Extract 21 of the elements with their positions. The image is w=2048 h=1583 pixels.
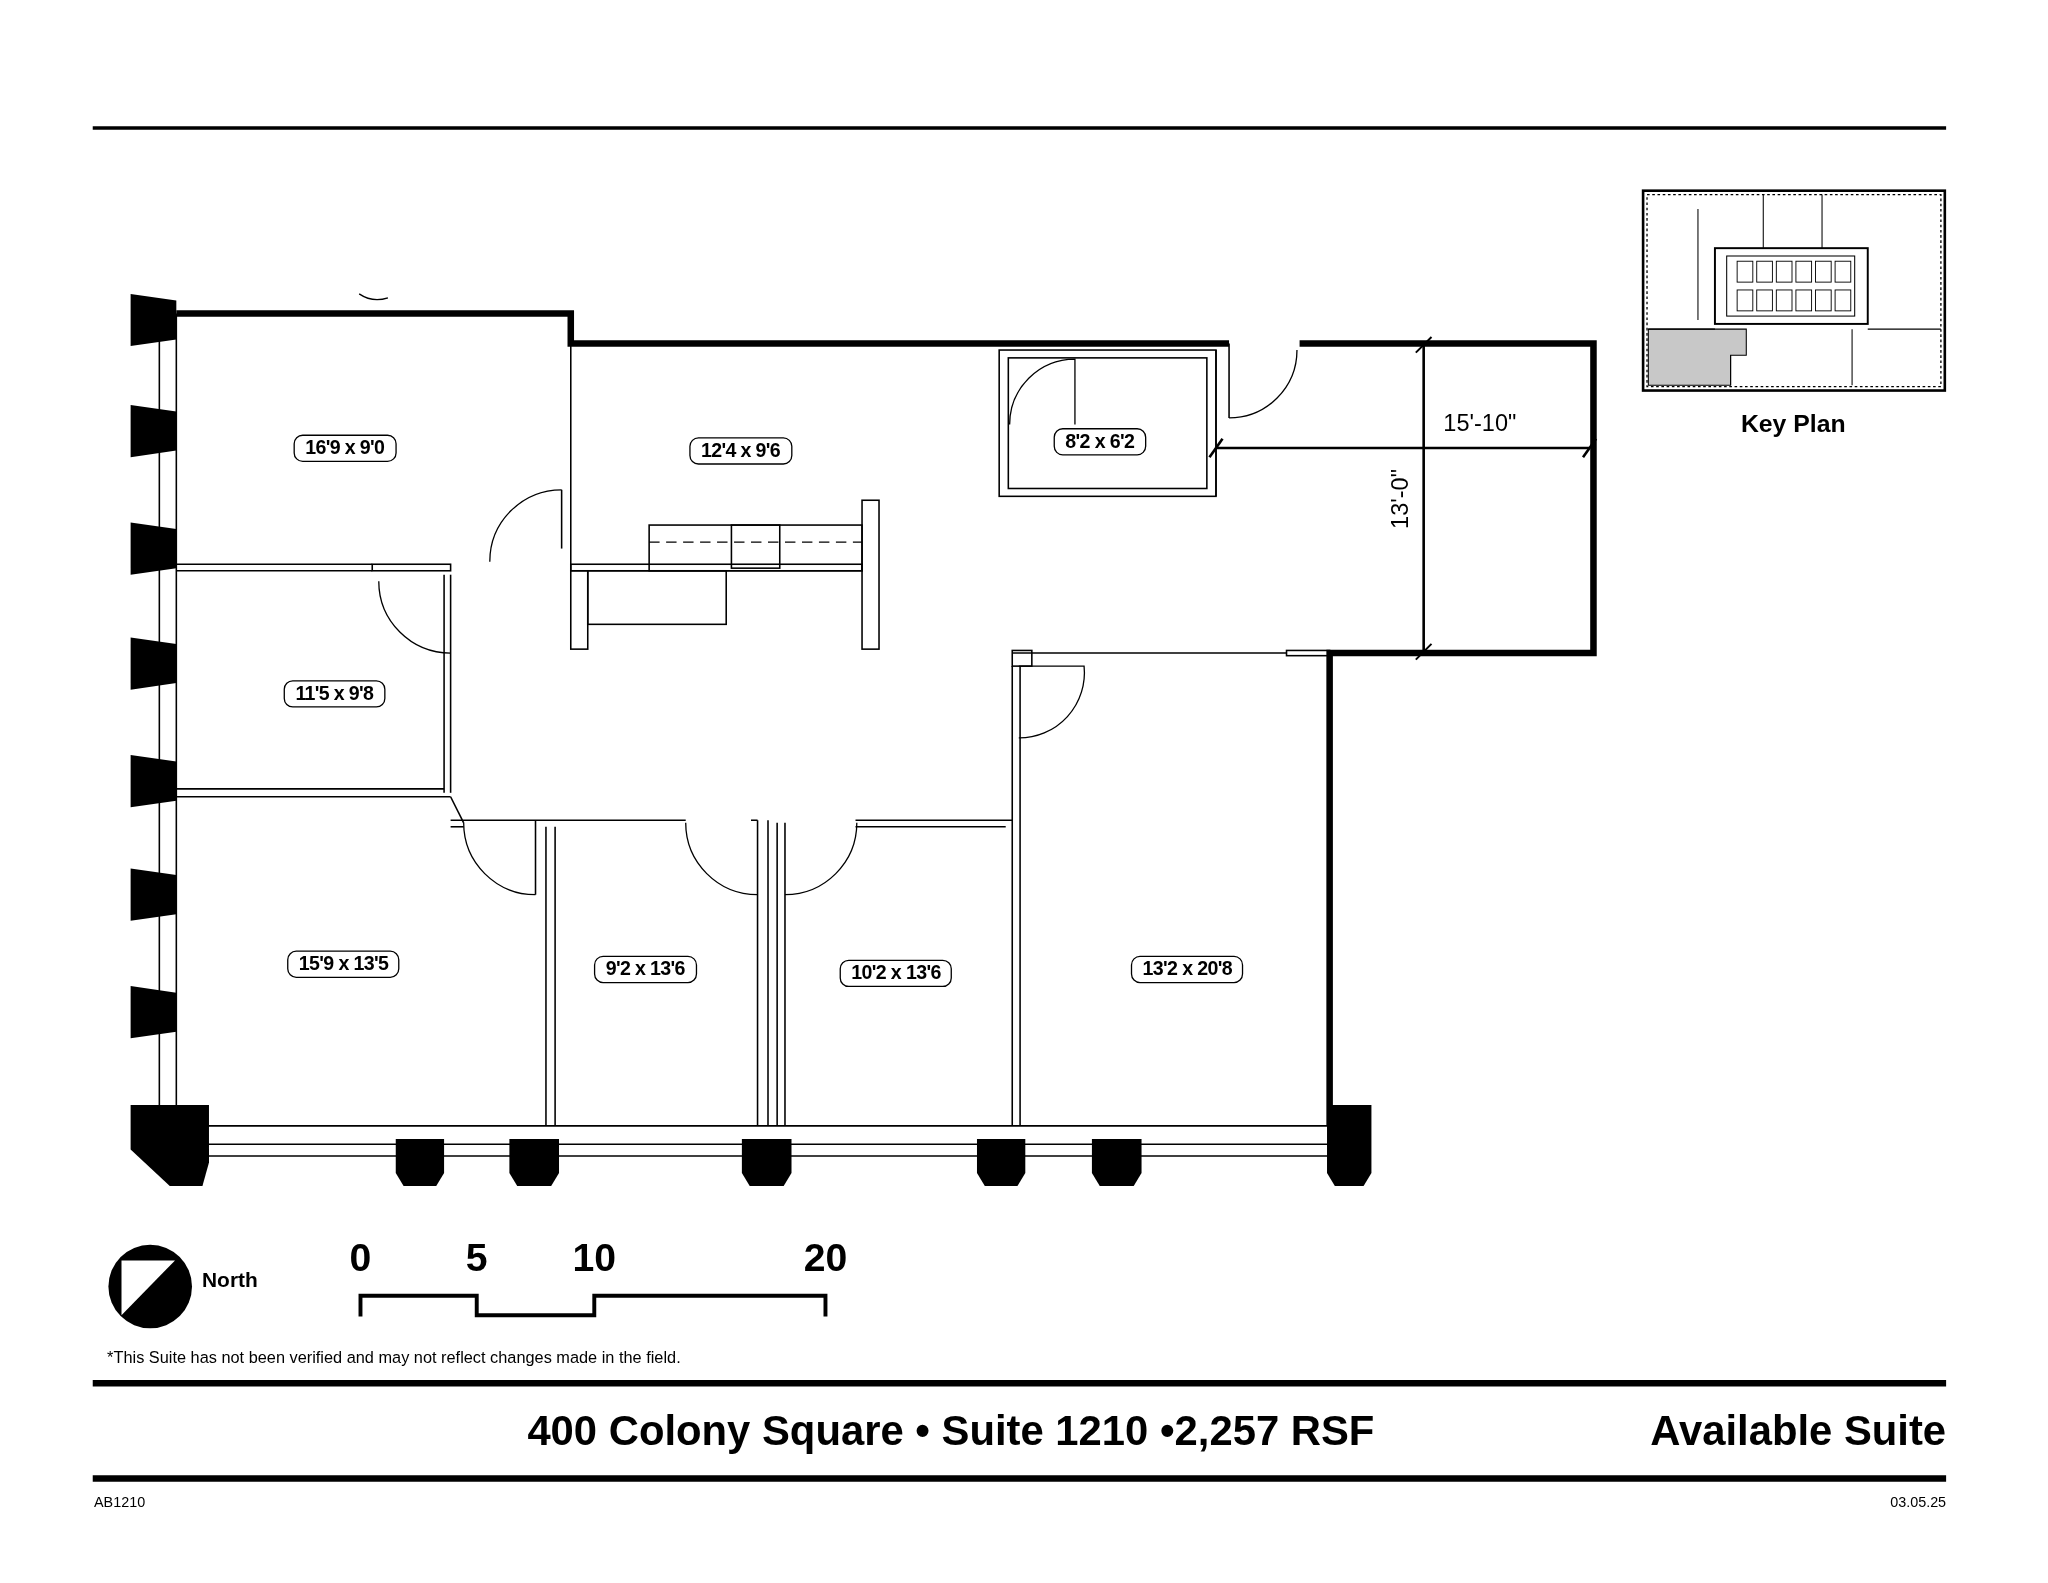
room-size-tag: 11'5 x 9'8	[283, 680, 386, 707]
room-size-tag: 10'2 x 13'6	[839, 959, 953, 987]
room-size-tag: 8'2 x 6'2	[1053, 428, 1146, 455]
disclaimer-note: *This Suite has not been verified and may not reflect changes made in the field.	[107, 1350, 681, 1367]
scale-number: 10	[572, 1238, 617, 1278]
room-size-tag: 13'2 x 20'8	[1130, 955, 1244, 983]
suite-status: Available Suite	[1650, 1409, 1947, 1452]
dimension-text: 15'-10"	[1443, 411, 1517, 435]
north-label: North	[202, 1269, 258, 1291]
room-size-tag: 9'2 x 13'6	[593, 955, 697, 983]
scale-number: 0	[349, 1238, 372, 1278]
drawing-date: 03.05.25	[1890, 1494, 1947, 1510]
room-size-tag: 12'4 x 9'6	[689, 437, 792, 464]
dimension-text: 13'-0"	[1388, 469, 1412, 529]
title: 400 Colony Square • Suite 1210 •2,257 RSF	[527, 1409, 1375, 1452]
key-plan-caption: Key Plan	[1740, 410, 1846, 436]
scale-number: 20	[803, 1238, 848, 1278]
scale-number: 5	[465, 1238, 488, 1278]
drawing-code: AB1210	[94, 1494, 146, 1510]
room-size-tag: 16'9 x 9'0	[293, 434, 397, 462]
room-size-tag: 15'9 x 13'5	[287, 950, 400, 978]
